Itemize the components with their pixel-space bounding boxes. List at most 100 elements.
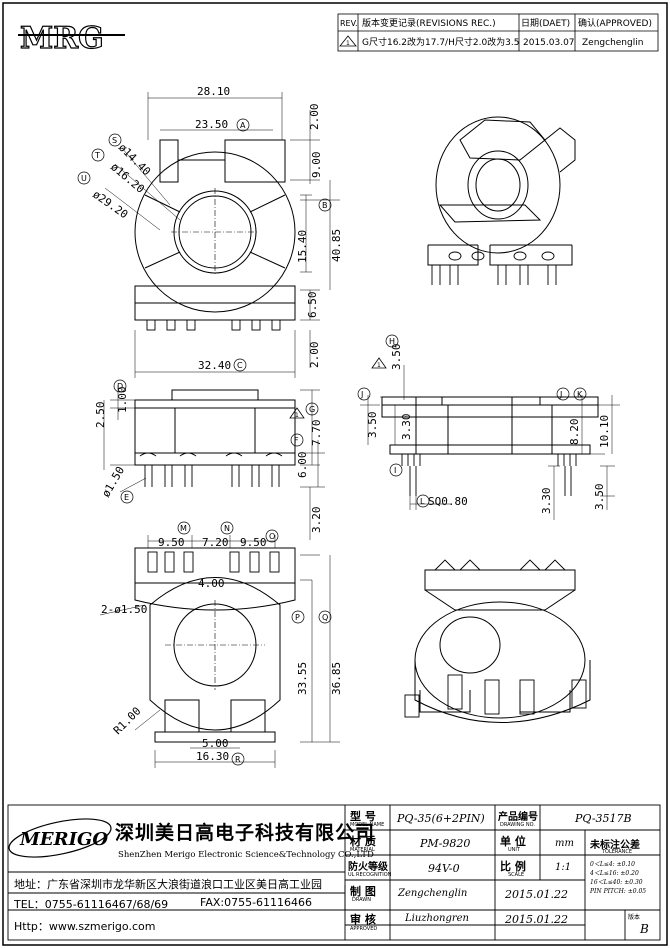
scale-label: 比 例 [500, 860, 526, 873]
dim-10-10: 10.10 [598, 415, 611, 448]
marker-s: S [112, 136, 117, 145]
dim-dia-1-50: ø1.50 [99, 464, 127, 499]
unit-value: mm [555, 838, 574, 849]
dim-sq-0-80: SQ0.80 [428, 495, 468, 508]
marker-l: L [420, 497, 425, 506]
ul-sub: UL RECOGNITION [348, 872, 392, 878]
company-name-en: ShenZhen Merigo Electronic Science&Techn… [118, 850, 374, 860]
merigo-logo: MERIGO [8, 818, 112, 858]
marker-f: F [294, 436, 299, 445]
marker-o: O [269, 532, 275, 541]
dim-3-50-b: 3.50 [593, 484, 606, 511]
side-rev-note: 1 [377, 362, 381, 369]
tolerance-row: 0＜L≤4: ±0.10 [590, 861, 635, 868]
company-address: 地址：广东省深圳市龙华新区大浪街道浪口工业区美日高工业园 [14, 878, 322, 891]
dim-36-85: 36.85 [330, 662, 343, 695]
marker-e: E [124, 493, 129, 502]
drawn-date: 2015.01.22 [505, 888, 568, 901]
dim-2-50: 2.50 [94, 402, 107, 429]
model-sub: MODEL NAME [350, 822, 385, 828]
tolerance-row: 16＜L≤40: ±0.30 [590, 879, 643, 886]
top-view: 28.10 23.50 2.00 9.00 40.85 15.40 6.50 2… [77, 85, 343, 378]
tolerance-label: 未标注公差 [590, 840, 640, 851]
dim-2-dia-1-50: 2-ø1.50 [101, 603, 147, 616]
dim-33-55: 33.55 [296, 662, 309, 695]
company-website: Http：www.szmerigo.com [14, 920, 156, 933]
dim-3-50-h: 3.50 [390, 344, 403, 371]
dim-15-40: 15.40 [296, 230, 309, 263]
marker-p: P [295, 613, 300, 622]
dim-28-10: 28.10 [197, 85, 230, 98]
marker-j-left: J [360, 390, 363, 399]
material-value: PM-9820 [420, 837, 471, 850]
front-view: 1 2.50 1.00 7.70 6.00 ø1.50 3.20 D E F G [94, 379, 325, 540]
version-value: B [640, 922, 649, 936]
ul-value: 94V-0 [428, 862, 460, 875]
dim-7-20: 7.20 [202, 536, 229, 549]
marker-u: U [81, 174, 87, 183]
outer-circle [134, 151, 296, 313]
rev-content: G尺寸16.2改为17.7/H尺寸2.0改为3.5 [362, 36, 519, 48]
material-label: 材 质 [350, 835, 376, 848]
title-block [7, 804, 661, 941]
merigo-text: MERIGO [19, 829, 108, 850]
scale-value: 1:1 [555, 862, 572, 873]
dim-3-30: 3.30 [400, 414, 413, 441]
approved-value: Liuzhongren [405, 913, 469, 924]
dim-8-20: 8.20 [568, 419, 581, 446]
ul-label: 防火等级 [348, 862, 388, 873]
rev-number: 1 [346, 40, 350, 47]
dim-3-20: 3.20 [310, 507, 323, 534]
tolerance-row: 4＜L≤16: ±0.20 [590, 870, 639, 877]
dim-9-50-a: 9.50 [158, 536, 185, 549]
logo-text: MRG [20, 21, 104, 56]
isometric-view-bottom [404, 559, 591, 723]
company-name-cn: 深圳美日高电子科技有限公司 [115, 822, 376, 844]
marker-h: H [389, 337, 395, 346]
marker-j-right: J [559, 390, 562, 399]
drawn-value: Zengchenglin [398, 888, 468, 899]
dim-16-30: 16.30 [196, 750, 229, 763]
rev-header: REV. [340, 19, 358, 28]
dim-2-00-top: 2.00 [308, 104, 321, 131]
approved-header: 确认(APPROVED) [578, 17, 652, 29]
dim-23-50: 23.50 [195, 118, 228, 131]
dim-9-50-b: 9.50 [240, 536, 267, 549]
company-tel: TEL：0755-61116467/68/69 [14, 898, 169, 911]
dim-r-1-00: R1.00 [111, 705, 144, 738]
tolerance-sub: TOLERANCE [602, 849, 633, 855]
dim-9-00: 9.00 [310, 152, 323, 179]
material-sub: MATERIAL [350, 847, 375, 853]
isometric-view-top [427, 116, 576, 285]
model-label: 型 号 [350, 810, 376, 823]
marker-t: T [94, 151, 100, 160]
rev-approved: Zengchenglin [582, 38, 643, 48]
marker-n: N [224, 524, 230, 533]
unit-sub: UNIT [508, 847, 520, 853]
unit-label: 单 位 [500, 835, 526, 848]
dim-1-00: 1.00 [116, 387, 129, 414]
marker-m: M [180, 524, 187, 533]
marker-i: I [394, 466, 396, 475]
dim-6-50: 6.50 [306, 292, 319, 319]
marker-d: D [117, 382, 123, 391]
dim-2-00-bottom: 2.00 [308, 342, 321, 369]
dim-40-85: 40.85 [330, 229, 343, 262]
tolerance-table: 0＜L≤4: ±0.10 4＜L≤16: ±0.20 16＜L≤40: ±0.3… [590, 860, 646, 896]
dim-7-70: 7.70 [310, 420, 323, 447]
marker-c: C [237, 361, 243, 370]
drawn-label: 制 图 [350, 885, 376, 898]
approved-sub: APPROVED [350, 926, 378, 932]
marker-b: B [322, 201, 328, 210]
company-fax: FAX:0755-61116466 [200, 896, 313, 909]
mrg-logo: MRG [18, 20, 125, 57]
scale-sub: SCALE [508, 872, 525, 878]
drawing-value: PQ-3517B [575, 812, 632, 825]
marker-q: Q [322, 613, 328, 622]
bottom-view: 9.50 7.20 9.50 4.00 2-ø1.50 33.55 36.85 … [99, 521, 343, 768]
approved-date: 2015.01.22 [505, 913, 568, 926]
dim-4-00: 4.00 [198, 577, 225, 590]
revision-table: REV. 版本变更记录(REVISIONS REC.) 日期(DAET) 确认(… [337, 13, 659, 52]
version-label: 版本 [628, 914, 641, 921]
